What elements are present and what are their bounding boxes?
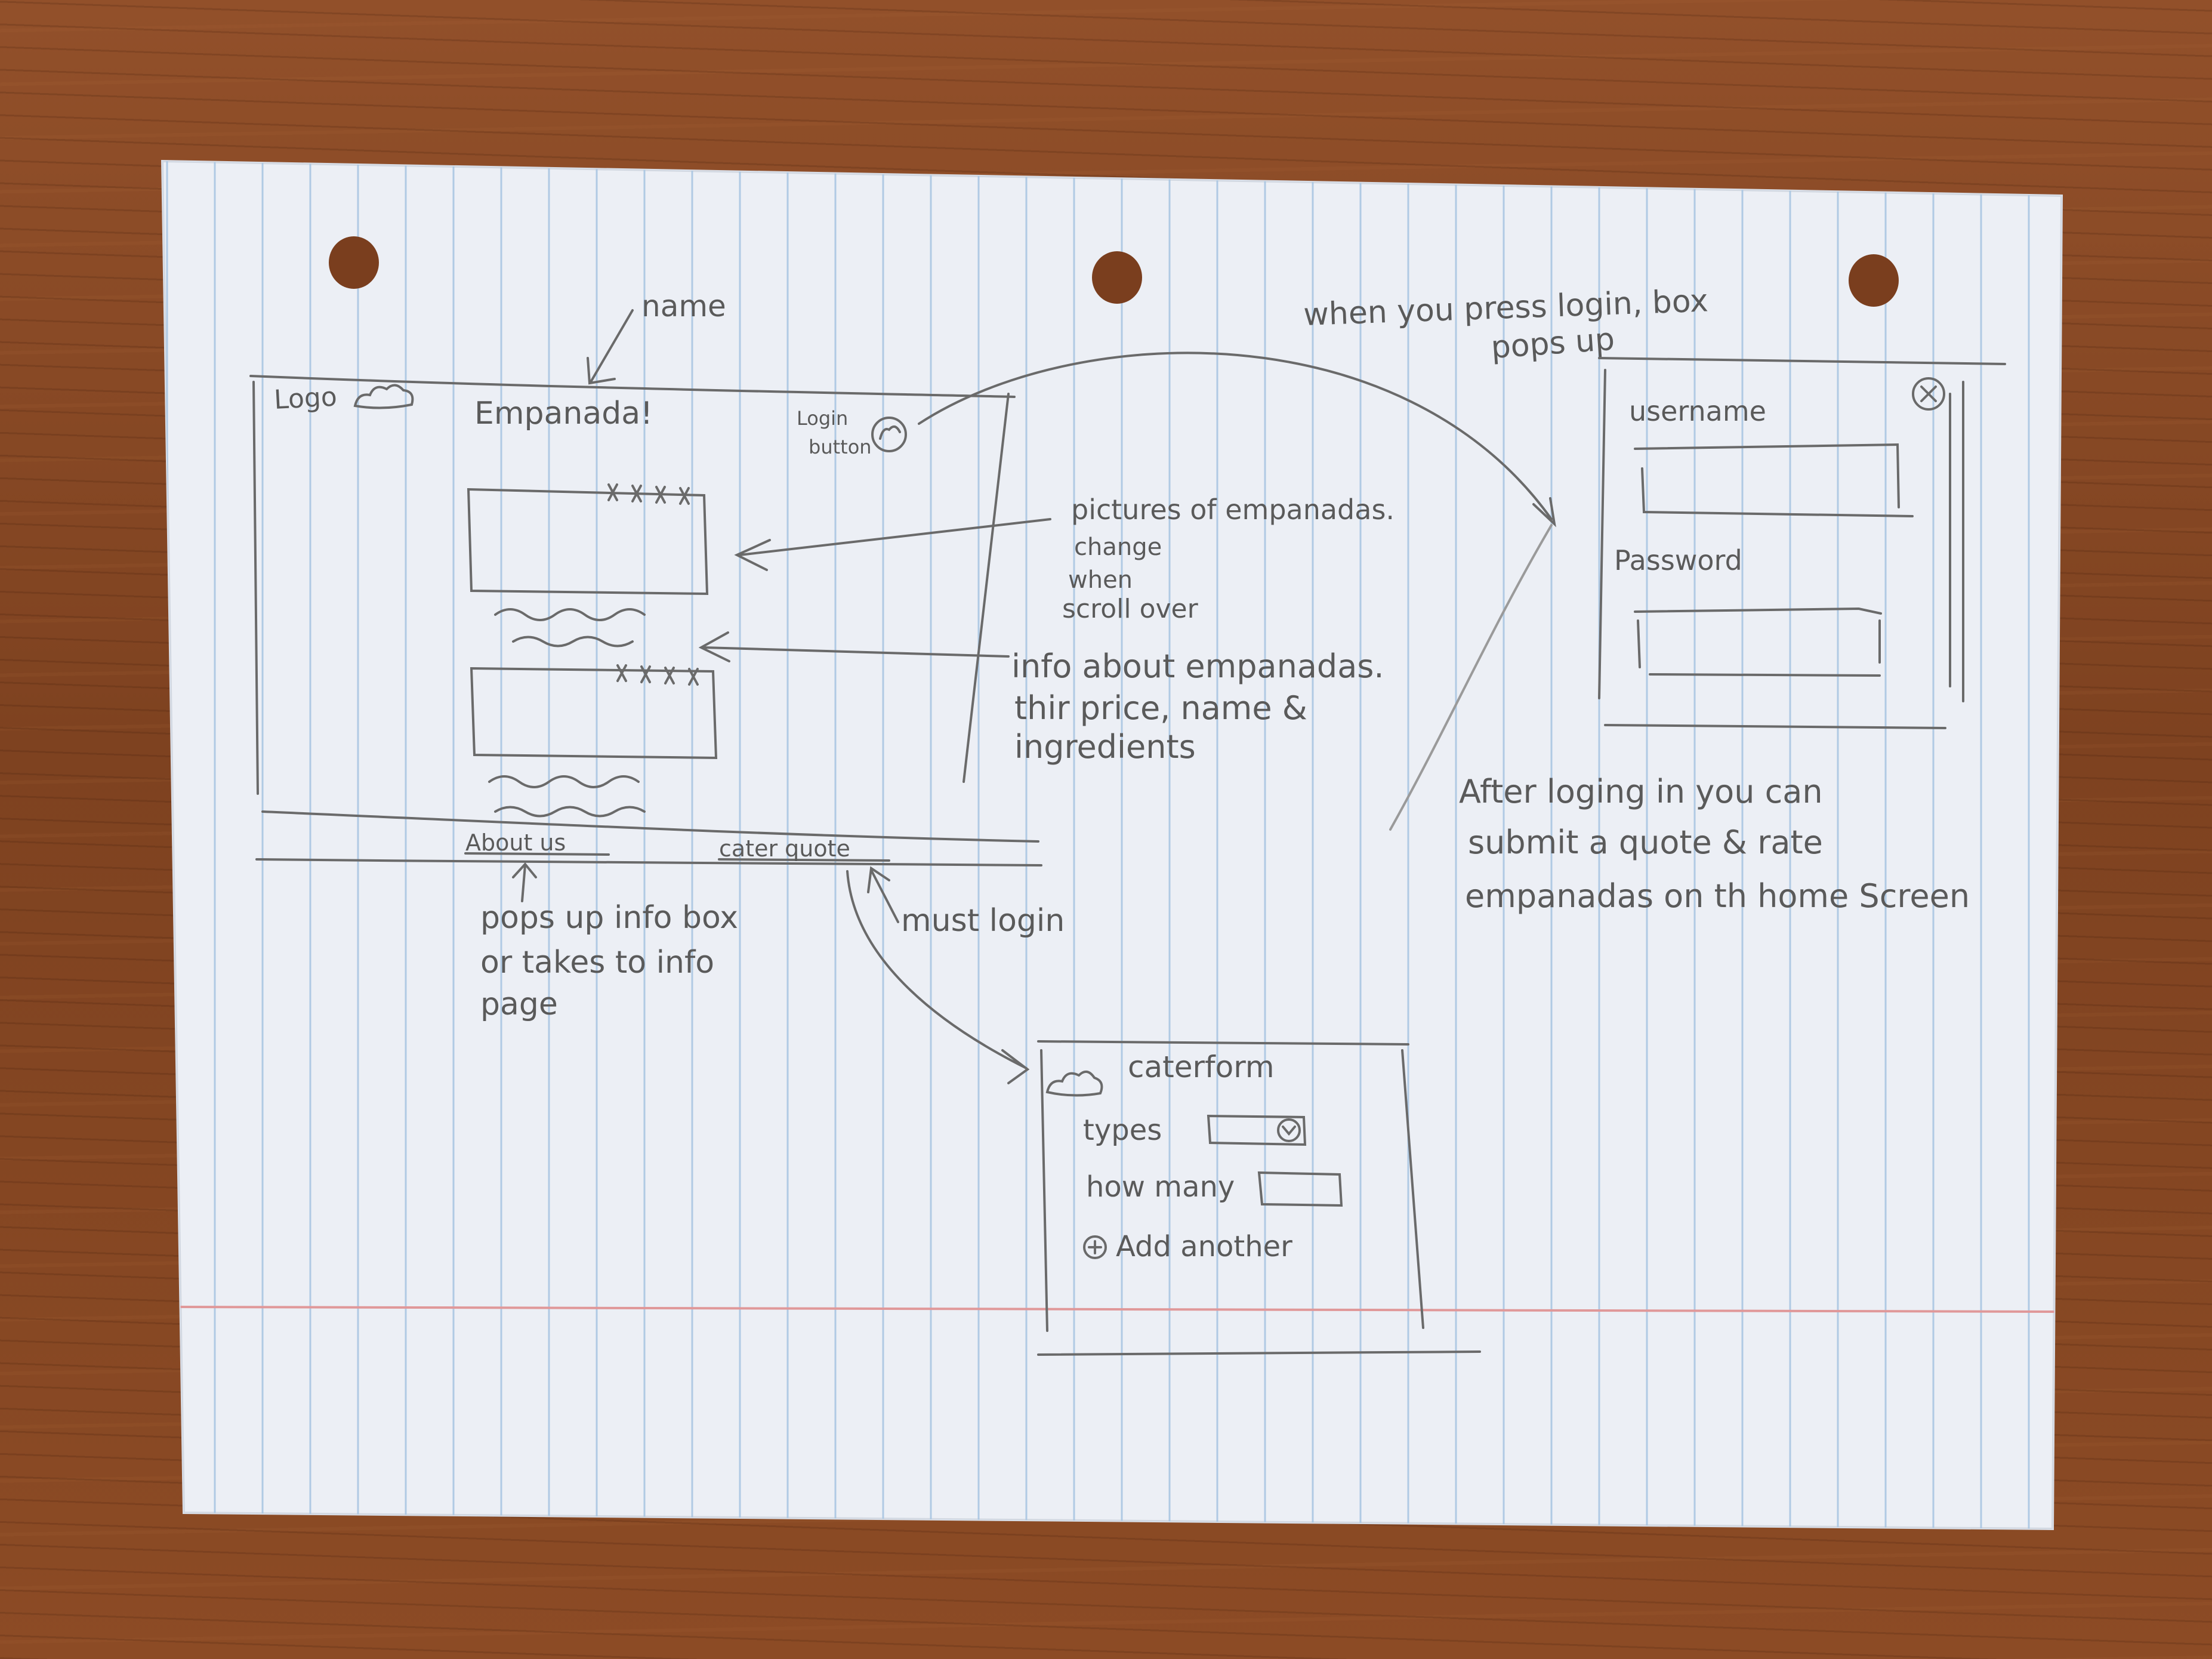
password-label: Password [1614, 544, 1742, 576]
cater-form-top [1037, 1040, 1409, 1046]
login-popup-left [1598, 369, 1606, 699]
about-note-2: or takes to info [480, 945, 714, 980]
punch-hole [1849, 254, 1899, 307]
name-arrow [587, 309, 634, 385]
about-arrow [512, 862, 537, 902]
wireframe-top-line [249, 375, 1016, 398]
about-us-link[interactable]: About us [465, 830, 566, 856]
login-button-label-2: button [809, 436, 872, 458]
pictures-note-1: pictures of empanadas. [1071, 494, 1395, 526]
login-popup-arrow [918, 351, 1556, 528]
pictures-note-3: when [1068, 566, 1133, 594]
empanada-picture-2 [470, 667, 718, 760]
punch-hole [329, 236, 379, 289]
login-popup-top [1598, 357, 2006, 365]
margin-line [178, 1306, 2059, 1313]
username-label: username [1629, 395, 1766, 427]
description-lines-2 [488, 775, 646, 818]
after-login-note-1: After loging in you can [1459, 773, 1823, 810]
login-popup-bottom [1604, 724, 1946, 729]
description-lines-1 [494, 608, 646, 647]
about-note-3: page [480, 986, 558, 1022]
pictures-arrow [734, 518, 1051, 571]
cater-quote-link[interactable]: cater quote [719, 835, 850, 862]
wireframe-bottom-line [261, 810, 1039, 843]
after-login-note-2: submit a quote & rate [1468, 824, 1823, 861]
about-underline [464, 852, 610, 856]
logo-cloud-icon [353, 384, 414, 409]
about-note-1: pops up info box [480, 900, 738, 936]
cater-form-right [1401, 1049, 1424, 1329]
quote-underline [718, 858, 890, 862]
footer-divider [255, 858, 1042, 866]
logo-label: Logo [273, 382, 338, 415]
pictures-note-4: scroll over [1062, 594, 1199, 624]
cater-form-bottom [1037, 1350, 1481, 1356]
quote-form-arrow [846, 870, 1030, 1084]
add-another-button[interactable]: Add another [1116, 1230, 1292, 1263]
after-login-curve [1389, 524, 1553, 831]
types-select[interactable] [1207, 1114, 1307, 1146]
pictures-note-2: change [1074, 534, 1162, 561]
site-name: Empanada! [474, 396, 653, 431]
must-login-arrow [867, 866, 899, 923]
star-rating-1 [607, 483, 690, 505]
info-note-2: thir price, name & [1014, 689, 1307, 727]
cater-logo-cloud-icon [1045, 1071, 1103, 1097]
empanada-picture-1 [467, 488, 709, 596]
username-input[interactable] [1634, 443, 1914, 517]
cater-form-title: caterform [1128, 1050, 1275, 1084]
login-button-icon [871, 417, 907, 452]
login-button-label-1: Login [797, 407, 848, 430]
login-popup-note-2: pops up [1490, 322, 1616, 366]
star-rating-2 [616, 664, 699, 686]
info-note-1: info about empanadas. [1011, 647, 1384, 685]
after-login-note-3: empanadas on th home Screen [1465, 877, 1970, 915]
punch-hole [1092, 251, 1142, 304]
wireframe-left-line [252, 381, 259, 795]
name-note: name [641, 289, 726, 323]
info-note-3: ingredients [1014, 728, 1196, 766]
must-login-note: must login [901, 903, 1065, 939]
how-many-label: how many [1086, 1170, 1235, 1204]
types-label: types [1083, 1114, 1162, 1147]
info-arrow [698, 631, 1010, 662]
add-icon[interactable] [1083, 1235, 1107, 1259]
quantity-input[interactable] [1257, 1171, 1343, 1207]
close-icon[interactable] [1912, 377, 1945, 411]
chevron-down-icon[interactable] [1277, 1118, 1301, 1142]
cater-form-left [1040, 1049, 1048, 1332]
wireframe-right-line [962, 393, 1010, 783]
password-input[interactable] [1634, 607, 1882, 677]
